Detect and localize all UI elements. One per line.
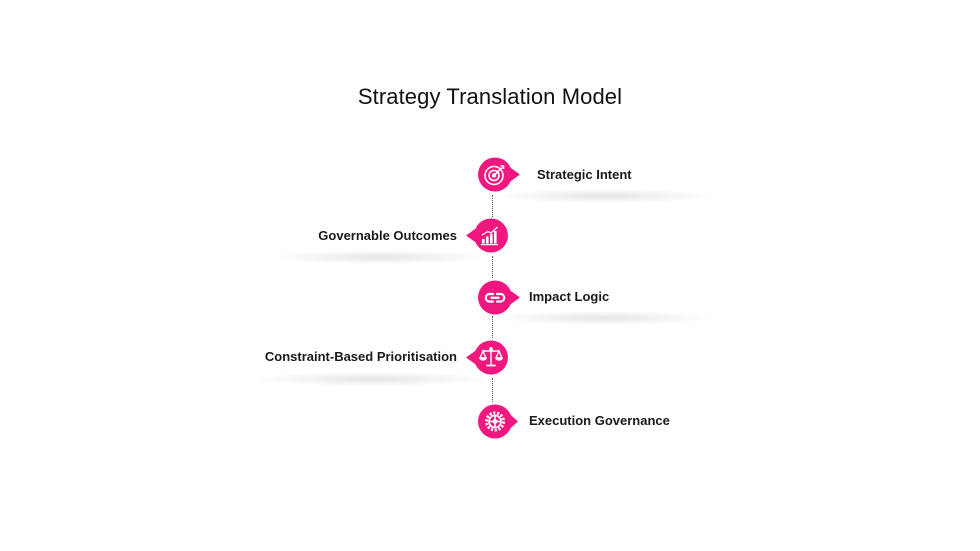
step-label: Strategic Intent xyxy=(537,167,632,182)
step-marker xyxy=(475,278,525,318)
scales-icon xyxy=(478,347,504,367)
step-label: Impact Logic xyxy=(529,289,610,304)
connector-1 xyxy=(492,195,493,217)
connector-3 xyxy=(492,316,493,338)
step-marker xyxy=(461,338,511,378)
step-shadow xyxy=(500,311,710,325)
step-label: Execution Governance xyxy=(529,413,670,428)
bar-chart-icon xyxy=(481,226,498,246)
connector-4 xyxy=(492,378,493,402)
step-shadow xyxy=(275,250,485,264)
target-icon xyxy=(484,165,505,186)
step-shadow xyxy=(258,372,486,386)
gear-icon xyxy=(485,411,505,432)
step-marker xyxy=(478,402,528,442)
step-shadow xyxy=(500,189,710,203)
diagram-title: Strategy Translation Model xyxy=(357,84,623,109)
step-marker xyxy=(475,155,525,195)
link-icon xyxy=(484,292,506,303)
step-label: Constraint-Based Prioritisation xyxy=(264,349,457,364)
step-label: Governable Outcomes xyxy=(318,228,457,243)
connector-2 xyxy=(492,256,493,278)
step-marker xyxy=(461,216,511,256)
